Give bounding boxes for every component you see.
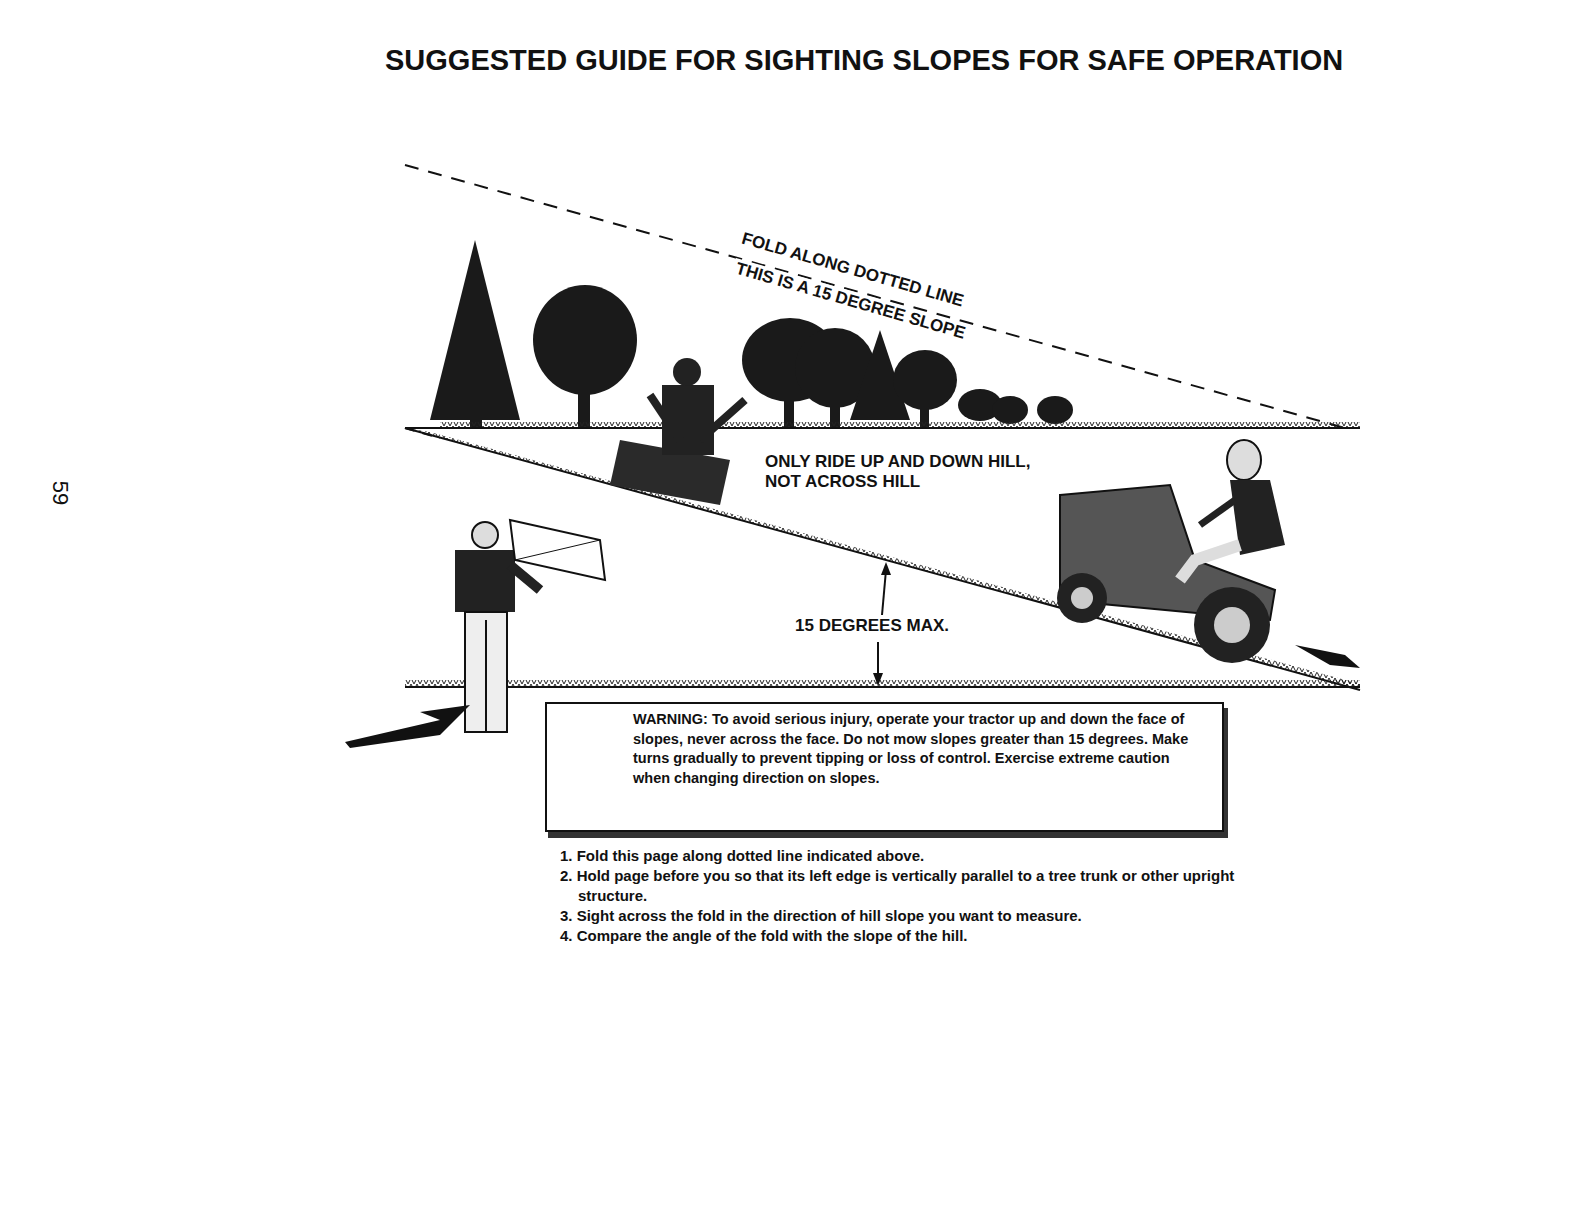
step-text: 4. Compare the angle of the fold with th…: [560, 926, 1258, 946]
warning-text: WARNING: To avoid serious injury, operat…: [633, 710, 1208, 788]
step-text: 1. Fold this page along dotted line indi…: [560, 846, 1258, 866]
angle-label: 15 DEGREES MAX.: [793, 616, 951, 636]
ride-note: ONLY RIDE UP AND DOWN HILL, NOT ACROSS H…: [765, 452, 1065, 492]
warning-box: WARNING: To avoid serious injury, operat…: [545, 702, 1224, 832]
page-number: 59: [47, 481, 73, 505]
step-text: 3. Sight across the fold in the directio…: [560, 906, 1258, 926]
page-title: SUGGESTED GUIDE FOR SIGHTING SLOPES FOR …: [385, 44, 1343, 77]
step-text: 2. Hold page before you so that its left…: [560, 866, 1258, 906]
